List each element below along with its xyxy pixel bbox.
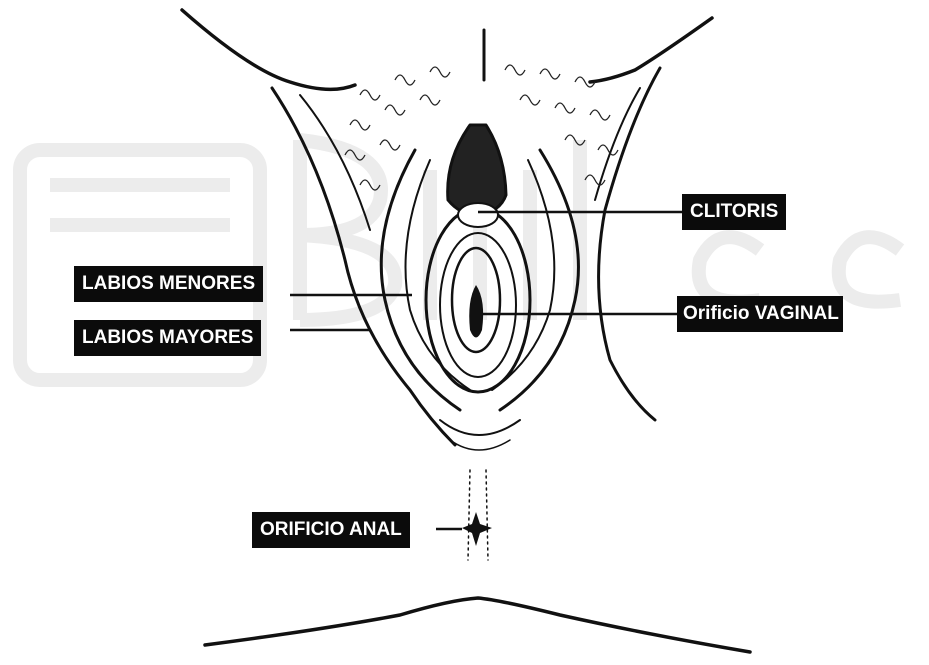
label-orificio-anal: ORIFICIO ANAL — [252, 512, 410, 548]
anal-orifice-mark — [462, 512, 492, 546]
body-outline — [182, 10, 750, 652]
label-clitoris: CLITORIS — [682, 194, 786, 230]
label-orificio-vaginal: Orificio VAGINAL — [677, 296, 843, 332]
label-labios-menores: LABIOS MENORES — [74, 266, 263, 302]
label-labios-mayores: LABIOS MAYORES — [74, 320, 261, 356]
